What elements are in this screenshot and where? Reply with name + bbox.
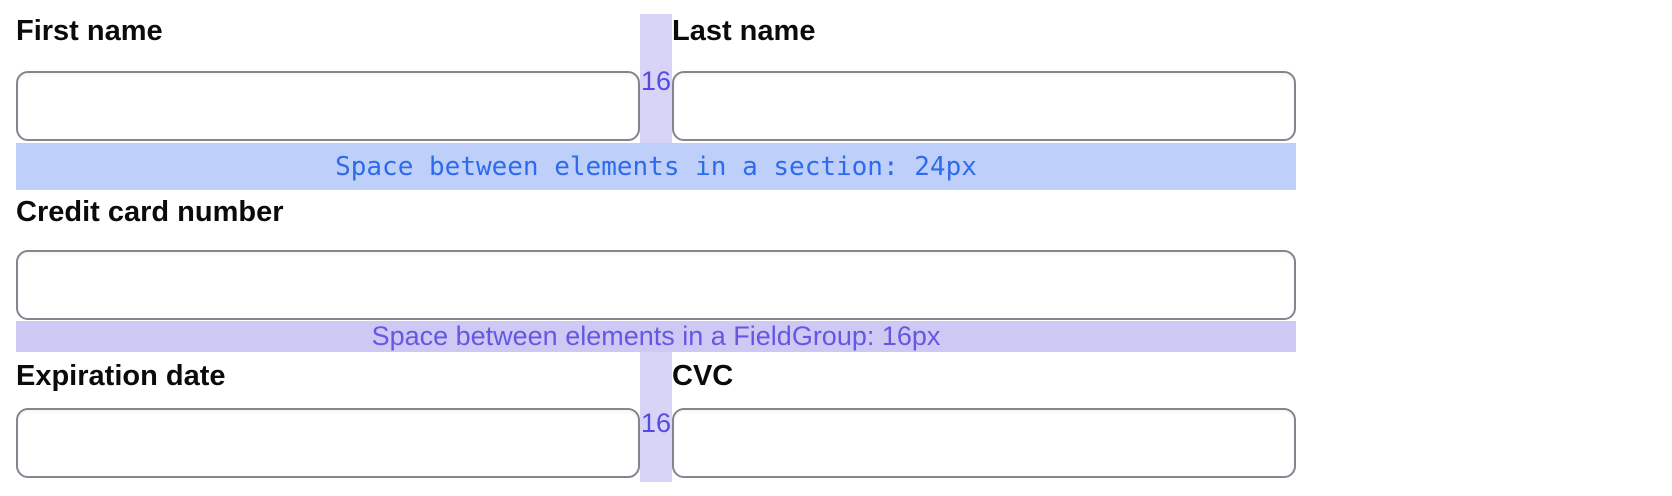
name-section: 16 First name Last name [16, 14, 1296, 143]
first-name-label: First name [16, 15, 163, 47]
first-name-field: First name [16, 14, 640, 141]
section-spacing-highlight: Space between elements in a section: 24p… [16, 143, 1296, 190]
card-number-input[interactable] [16, 250, 1296, 320]
expiration-date-label: Expiration date [16, 360, 226, 392]
expiry-section: 16 Expiration date CVC [16, 352, 1296, 482]
card-number-label: Credit card number [16, 196, 284, 228]
gap-size-label: 16 [640, 408, 672, 438]
cvc-label: CVC [672, 360, 734, 392]
column-gap-highlight: 16 [640, 14, 672, 143]
column-gap-highlight: 16 [640, 352, 672, 482]
last-name-label: Last name [672, 15, 816, 47]
cvc-input[interactable] [672, 408, 1296, 478]
gap-size-label: 16 [640, 66, 672, 96]
expiration-date-input[interactable] [16, 408, 640, 478]
section-spacing-label: Space between elements in a section: 24p… [335, 151, 977, 182]
fieldgroup-spacing-label: Space between elements in a FieldGroup: … [371, 321, 941, 351]
last-name-input[interactable] [672, 71, 1296, 141]
expiration-date-field: Expiration date [16, 352, 640, 478]
last-name-field: Last name [672, 14, 1296, 141]
form-spacing-preview: 16 First name Last name Space between el… [16, 14, 1296, 482]
first-name-input[interactable] [16, 71, 640, 141]
cvc-field: CVC [672, 352, 1296, 478]
fieldgroup-spacing-highlight: Space between elements in a FieldGroup: … [16, 321, 1296, 352]
card-number-section: Credit card number [16, 195, 1296, 320]
